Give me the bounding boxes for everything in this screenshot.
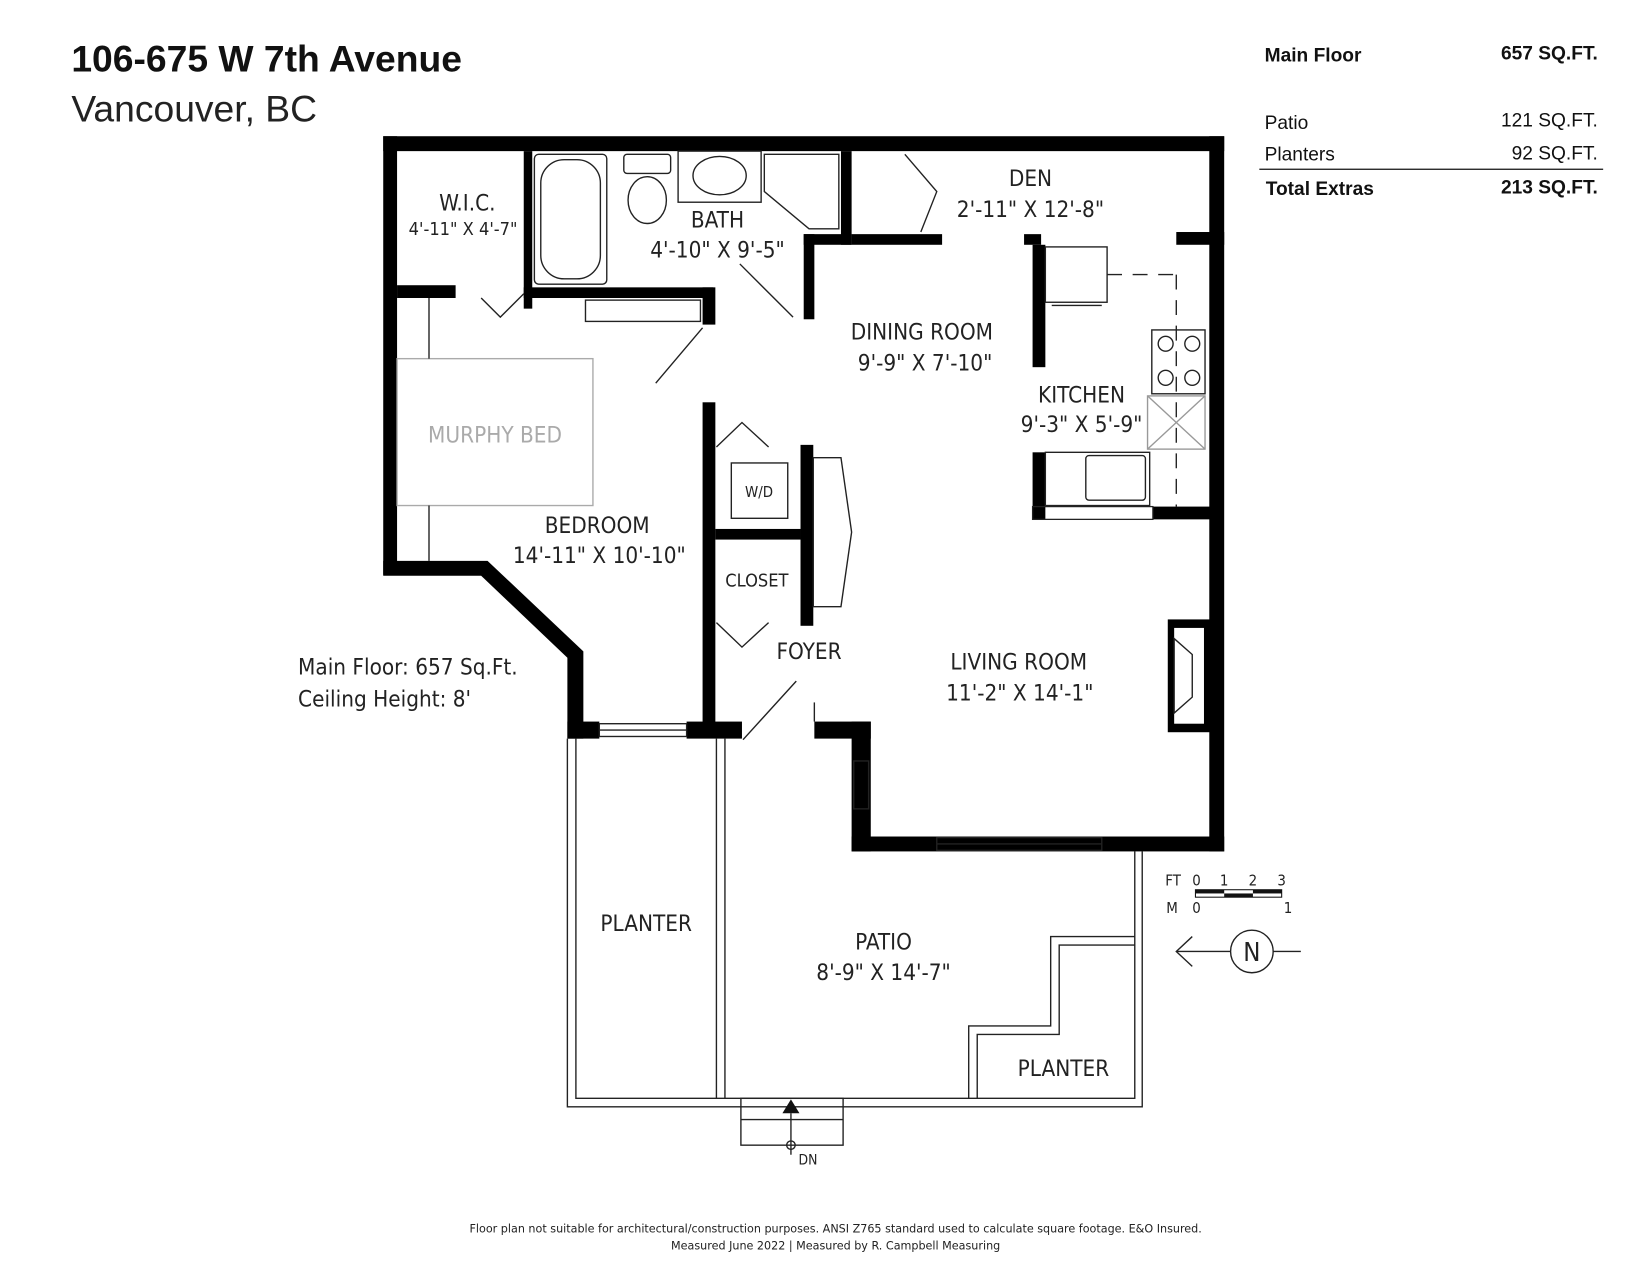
scale-ft-0: 0: [1192, 871, 1201, 889]
main-floor-value: 657 SQ.FT.: [1501, 44, 1598, 65]
scale-ft-2: 2: [1249, 871, 1258, 889]
closet-label: CLOSET: [725, 570, 788, 591]
bath-label: BATH: [691, 208, 744, 234]
bedroom-dims: 14'-11" X 10'-10": [513, 543, 686, 569]
planters-label: Planters: [1265, 145, 1335, 166]
scale-ft-label: FT: [1165, 871, 1181, 889]
dining-dims: 9'-9" X 7'-10": [858, 350, 993, 376]
scale-bar: FT 0 1 2 3 M 0 1: [1165, 871, 1292, 917]
scale-ft-3: 3: [1277, 871, 1286, 889]
patio-label-plan: PATIO: [855, 929, 912, 955]
bedroom-label: BEDROOM: [545, 513, 650, 539]
wic-label: W.I.C.: [439, 191, 495, 217]
den-dims: 2'-11" X 12'-8": [957, 197, 1104, 223]
address-title: 106-675 W 7th Avenue: [71, 37, 462, 79]
scale-ft-1: 1: [1220, 871, 1229, 889]
down-stairs-label: DN: [799, 1152, 818, 1168]
main-floor-label: Main Floor: [1265, 46, 1362, 67]
kitchen-dims: 9'-3" X 5'-9": [1021, 412, 1143, 438]
kitchen-label: KITCHEN: [1038, 382, 1125, 408]
disclaimer-line-2: Measured June 2022 | Measured by R. Camp…: [671, 1239, 1000, 1252]
wic-dims: 4'-11" X 4'-7": [409, 219, 518, 240]
bath-dims: 4'-10" X 9'-5": [650, 238, 785, 264]
ceiling-height-note: Ceiling Height: 8': [298, 687, 471, 713]
total-extras-value: 213 SQ.FT.: [1501, 178, 1598, 199]
patio-label: Patio: [1265, 113, 1309, 134]
living-room-label: LIVING ROOM: [950, 649, 1087, 675]
planter-right-label: PLANTER: [1018, 1056, 1110, 1082]
dining-label: DINING ROOM: [851, 320, 993, 346]
disclaimer-line-1: Floor plan not suitable for architectura…: [469, 1222, 1201, 1235]
fixtures: [396, 150, 1206, 1155]
washer-dryer-label: W/D: [745, 483, 773, 501]
scale-m-1: 1: [1284, 899, 1293, 917]
main-floor-note: Main Floor: 657 Sq.Ft.: [298, 655, 518, 681]
patio-value: 121 SQ.FT.: [1501, 111, 1598, 132]
walls: [383, 136, 1225, 852]
living-room-dims: 11'-2" X 14'-1": [946, 680, 1093, 706]
den-label: DEN: [1009, 166, 1052, 192]
scale-m-label: M: [1166, 899, 1178, 917]
planter-left-label: PLANTER: [600, 911, 692, 937]
area-table: Main Floor 657 SQ.FT. Patio 121 SQ.FT. P…: [1259, 44, 1604, 200]
total-extras-label: Total Extras: [1266, 179, 1374, 200]
foyer-label: FOYER: [776, 639, 841, 665]
planters-value: 92 SQ.FT.: [1512, 144, 1598, 165]
compass-letter: N: [1243, 938, 1260, 968]
room-labels: W.I.C. 4'-11" X 4'-7" BATH 4'-10" X 9'-5…: [409, 166, 1143, 1168]
murphy-bed-label: MURPHY BED: [428, 423, 562, 449]
scale-m-0: 0: [1192, 899, 1201, 917]
city-subtitle: Vancouver, BC: [71, 87, 317, 129]
patio-dims: 8'-9" X 14'-7": [816, 960, 951, 986]
north-arrow-icon: N: [1175, 929, 1301, 974]
